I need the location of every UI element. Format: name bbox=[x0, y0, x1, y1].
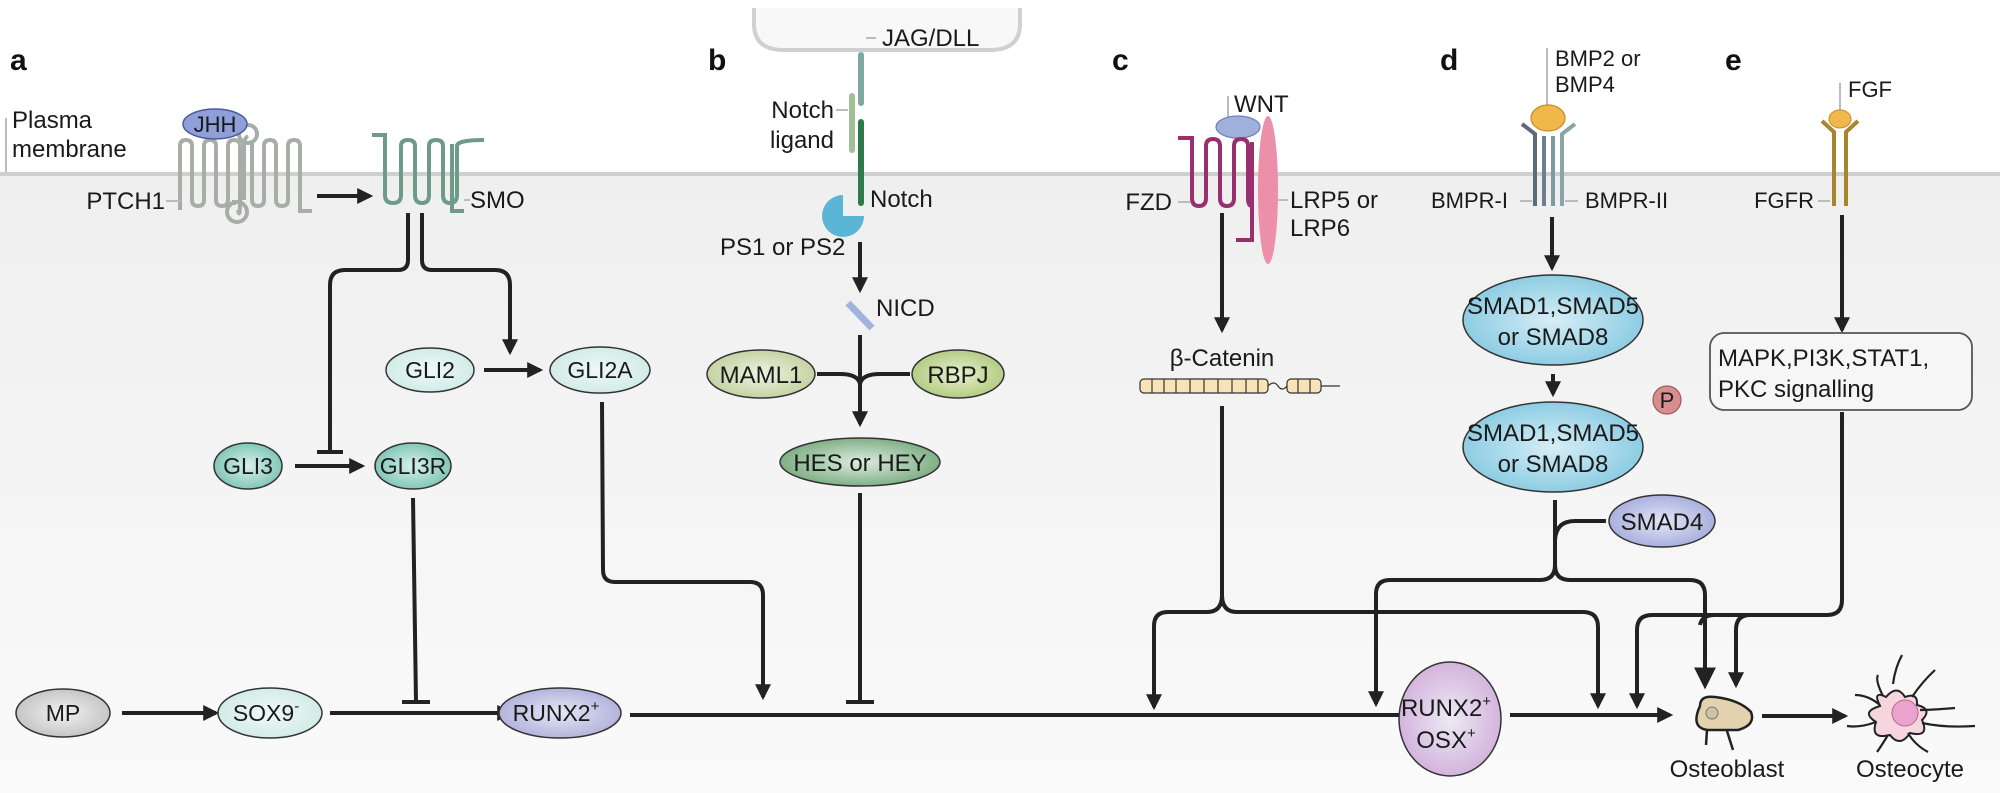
smad4-node bbox=[1608, 494, 1716, 548]
rbpj-node bbox=[911, 349, 1005, 399]
notch-ligand-line1: Notch bbox=[771, 97, 834, 124]
gli2-node bbox=[385, 347, 475, 393]
osteoblast-cell-icon bbox=[1695, 695, 1754, 751]
gli3-label: GLI3 bbox=[223, 453, 273, 479]
bmp-label-line2: BMP4 bbox=[1555, 72, 1615, 97]
bmp-ligand-icon bbox=[1530, 104, 1566, 132]
runx2-label: RUNX2+ bbox=[513, 698, 600, 726]
panel-letter-e: e bbox=[1725, 44, 1742, 77]
maml1-label: MAML1 bbox=[720, 362, 803, 389]
osteocyte-cell-icon bbox=[1846, 654, 1976, 753]
sox9-node bbox=[217, 687, 323, 739]
sox9-label: SOX9- bbox=[233, 698, 299, 726]
notch-ligand-line2: ligand bbox=[770, 127, 834, 154]
fgfr-receptor-icon bbox=[1820, 119, 1860, 206]
panel-letter-a: a bbox=[10, 44, 27, 77]
fgf-label: FGF bbox=[1848, 77, 1892, 102]
ptch1-label: PTCH1 bbox=[86, 188, 165, 215]
presenilin-icon bbox=[822, 195, 864, 237]
smad-branch-right bbox=[1553, 564, 1716, 690]
phospho-label: P bbox=[1660, 388, 1675, 413]
fgf-ligand-icon bbox=[1828, 109, 1852, 129]
signalling-box-line1: MAPK,PI3K,STAT1, bbox=[1718, 345, 1929, 372]
gli3r-node bbox=[374, 442, 452, 490]
fgf-branch-right bbox=[1728, 613, 1751, 689]
hes-hey-label: HES or HEY bbox=[793, 450, 926, 477]
smad4-label: SMAD4 bbox=[1621, 509, 1704, 536]
smo-receptor-icon bbox=[372, 133, 485, 213]
jhh-ligand bbox=[182, 108, 248, 140]
beta-catenin-label: β-Catenin bbox=[1170, 345, 1275, 372]
runx2-osx-text-1: RUNX2 bbox=[1401, 695, 1482, 722]
osteocyte-label: Osteocyte bbox=[1856, 756, 1964, 783]
membrane-label-line1: Plasma bbox=[12, 107, 93, 134]
smo-label: SMO bbox=[470, 187, 525, 214]
runx2-osx-text-2: OSX bbox=[1416, 727, 1467, 754]
runx2-superscript: + bbox=[591, 698, 600, 715]
runx2-osx-node bbox=[1398, 661, 1502, 777]
fzd-receptor-icon bbox=[1178, 136, 1254, 242]
smad158-label-line1: SMAD1,SMAD5 bbox=[1467, 293, 1639, 320]
phospho-group-icon bbox=[1652, 385, 1682, 415]
smo-inhibits-gli3r-line bbox=[328, 213, 410, 452]
signalling-box-line2: PKC signalling bbox=[1718, 376, 1874, 403]
runx2-osx-sup-2: + bbox=[1467, 725, 1476, 742]
runx2-osx-sup-1: + bbox=[1482, 693, 1491, 710]
lrp-label-line1: LRP5 or bbox=[1290, 187, 1378, 214]
smad158-label-line2: or SMAD8 bbox=[1498, 324, 1609, 351]
signalling-cell-membrane bbox=[752, 8, 1022, 52]
gli3-node bbox=[213, 442, 283, 490]
fgfr-label: FGFR bbox=[1754, 188, 1814, 213]
maml1-node bbox=[706, 349, 816, 399]
sox9-superscript: - bbox=[294, 698, 299, 715]
runx2-osx-label-line1: RUNX2+ bbox=[1401, 693, 1491, 722]
downstream-signalling-box bbox=[1709, 332, 1973, 411]
gli2a-label: GLI2A bbox=[567, 357, 633, 383]
runx2-text: RUNX2 bbox=[513, 700, 591, 726]
bmpr2-label: BMPR-II bbox=[1585, 188, 1668, 213]
gli2-label: GLI2 bbox=[405, 357, 455, 383]
beta-catenin-protein-icon bbox=[1139, 378, 1340, 394]
fgf-branch-left bbox=[1629, 613, 1727, 710]
catenin-to-osteoblast-line bbox=[1220, 594, 1606, 710]
runx2-osx-label-line2: OSX+ bbox=[1416, 725, 1476, 754]
jag-dll-label: JAG/DLL bbox=[882, 25, 979, 52]
smo-activates-gli2a-line bbox=[420, 213, 518, 356]
presenilin-label: PS1 or PS2 bbox=[720, 234, 845, 261]
gli2a-activates-runx2-line bbox=[600, 401, 771, 701]
smad158-node bbox=[1462, 274, 1644, 366]
jhh-label: JHH bbox=[194, 112, 237, 137]
gli3r-inhibits-runx2-line bbox=[411, 497, 418, 703]
mp-label: MP bbox=[46, 700, 81, 726]
panel-letter-d: d bbox=[1440, 44, 1458, 77]
fgf-branch-line bbox=[1698, 412, 1844, 626]
wnt-label: WNT bbox=[1234, 91, 1289, 118]
rbpj-label: RBPJ bbox=[927, 362, 988, 389]
gli2a-node bbox=[549, 346, 651, 394]
sox9-text: SOX9 bbox=[233, 700, 294, 726]
panel-letter-c: c bbox=[1112, 44, 1129, 77]
gli3r-label: GLI3R bbox=[380, 453, 446, 479]
lrp-coreceptor-icon bbox=[1258, 116, 1278, 264]
mp-node bbox=[15, 688, 111, 738]
fzd-label: FZD bbox=[1125, 189, 1172, 216]
runx2-node bbox=[498, 687, 622, 739]
p-smad158-label-line2: or SMAD8 bbox=[1498, 451, 1609, 478]
p-smad158-label-line1: SMAD1,SMAD5 bbox=[1467, 420, 1639, 447]
bmp-label-line1: BMP2 or bbox=[1555, 46, 1641, 71]
wnt-ligand-icon bbox=[1215, 115, 1261, 139]
hes-hey-node bbox=[779, 437, 941, 487]
notch-label: Notch bbox=[870, 186, 933, 213]
osteoblast-label: Osteoblast bbox=[1670, 756, 1785, 783]
lrp-label-line2: LRP6 bbox=[1290, 215, 1350, 242]
p-smad158-node bbox=[1462, 401, 1644, 493]
membrane-label-line2: membrane bbox=[12, 136, 127, 163]
bmp-receptor-icon bbox=[1520, 122, 1577, 206]
panel-letter-b: b bbox=[708, 44, 726, 77]
smad-branch-left bbox=[1368, 564, 1557, 708]
bmpr1-label: BMPR-I bbox=[1431, 188, 1508, 213]
nicd-label: NICD bbox=[876, 295, 935, 322]
nicd-icon bbox=[845, 300, 875, 331]
